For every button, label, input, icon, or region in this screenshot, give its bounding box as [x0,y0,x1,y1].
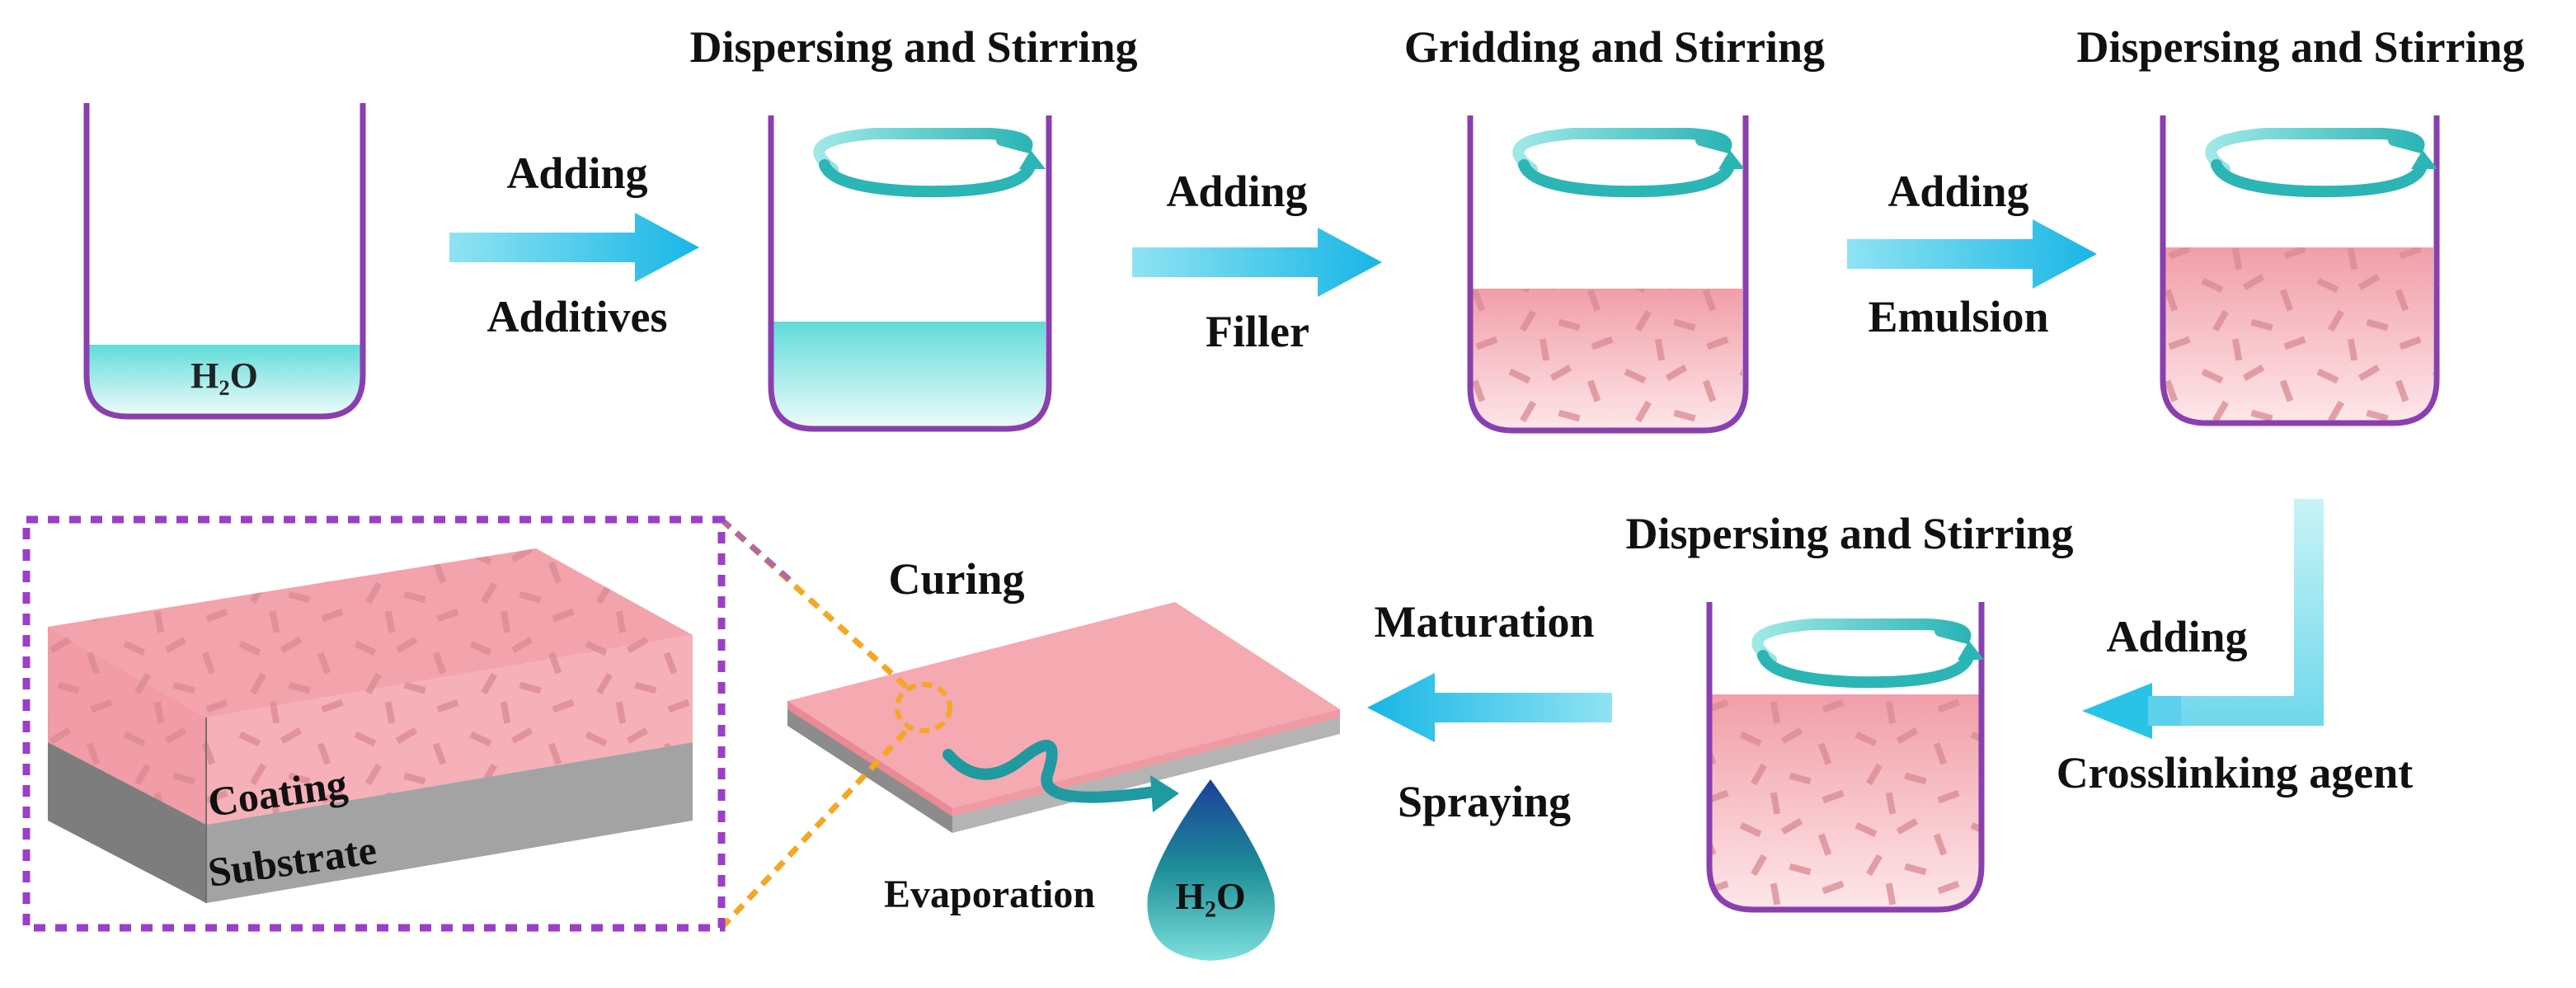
beaker-step5: Dispersing and Stirring [1625,509,2074,913]
curing-label: Curing [888,554,1024,604]
arrow-adding-additives: Adding Additives [449,148,699,341]
arrow2-bottom-label: Filler [1206,307,1309,356]
arrow5-bottom-label: Spraying [1398,777,1571,826]
evaporation-arrow [942,740,1160,803]
stir-icon [813,128,1046,198]
step5-title: Dispersing and Stirring [1625,509,2073,558]
arrow1-top-label: Adding [506,148,647,198]
beaker-water: H₂O [83,103,366,420]
step2-title: Dispersing and Stirring [689,22,1137,72]
water-label: H₂O [190,355,258,396]
arrow-maturation-spraying: Maturation Spraying [1367,597,1612,826]
beaker-step2: Dispersing and Stirring [689,22,1138,432]
arrow5-top-label: Maturation [1375,597,1595,647]
evaporation-label: Evaporation [884,873,1095,916]
beaker-step4: Dispersing and Stirring [2076,22,2525,426]
arrow3-bottom-label: Emulsion [1868,292,2048,341]
arrow-adding-filler: Adding Filler [1132,167,1382,356]
zoom-guide-lines [719,517,914,930]
step4-title: Dispersing and Stirring [2076,22,2524,72]
stir-icon [1751,619,1984,689]
arrow4-top-label: Adding [2106,612,2247,661]
arrow-adding-crosslinking-agent: Adding Crosslinking agent [2057,499,2414,797]
step3-title: Gridding and Stirring [1404,22,1825,72]
beaker-step3: Gridding and Stirring [1404,22,1825,434]
arrow-adding-emulsion: Adding Emulsion [1847,167,2097,341]
arrow1-bottom-label: Additives [487,292,667,341]
zoom-circle [895,682,952,733]
stir-icon [1512,128,1745,198]
arrow3-top-label: Adding [1887,167,2028,216]
zoom-frame [22,515,726,932]
drop-label: H₂O [1175,875,1245,917]
arrow2-top-label: Adding [1166,167,1307,216]
arrow4-bottom-label: Crosslinking agent [2057,748,2414,797]
zoomed-cross-section: Coating Substrate [22,515,726,932]
water-drop-icon: H₂O [1147,779,1276,961]
stir-icon [2205,128,2437,198]
